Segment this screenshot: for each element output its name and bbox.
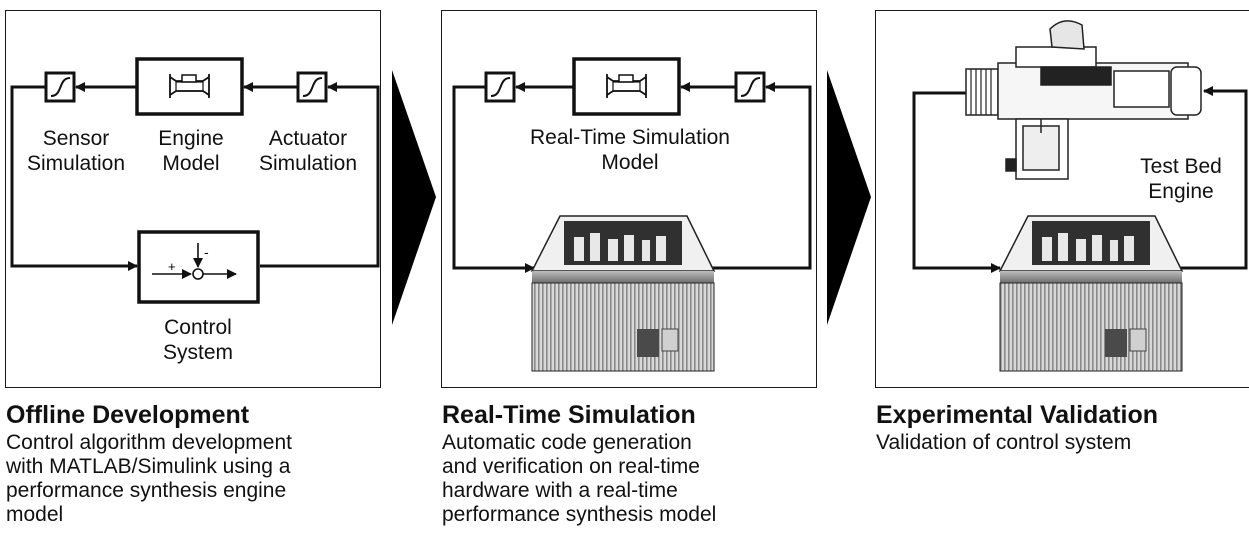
real-time-simulation-title: Real-Time Simulation bbox=[442, 401, 696, 429]
real-time-simulation-description: Automatic code generation and verificati… bbox=[442, 431, 717, 526]
real-time-hardware-icon bbox=[530, 215, 716, 372]
summing-junction-icon bbox=[152, 243, 237, 280]
plus-sign: + bbox=[168, 259, 176, 274]
actuator-block-icon bbox=[296, 71, 328, 103]
chevron-arrow-icon bbox=[827, 70, 871, 325]
experimental-validation-title: Experimental Validation bbox=[876, 401, 1159, 429]
minus-sign: - bbox=[204, 244, 209, 260]
offline-development-description: Control algorithm development with MATLA… bbox=[6, 431, 292, 526]
sensor-block-icon bbox=[44, 71, 76, 103]
engine-model-icon bbox=[572, 57, 681, 116]
real-time-diagram bbox=[452, 57, 812, 372]
offline-diagram: + - bbox=[10, 57, 380, 304]
experimental-validation-description: Validation of control system bbox=[876, 431, 1132, 454]
chevron-arrow-icon bbox=[392, 70, 436, 325]
real-time-hardware-icon bbox=[998, 215, 1184, 372]
engine-model-icon bbox=[135, 57, 244, 116]
offline-development-title: Offline Development bbox=[6, 401, 250, 429]
actuator-block-icon bbox=[734, 71, 766, 103]
test-bed-engine-icon bbox=[965, 20, 1202, 180]
validation-diagram bbox=[912, 20, 1248, 372]
sensor-block-icon bbox=[484, 71, 516, 103]
